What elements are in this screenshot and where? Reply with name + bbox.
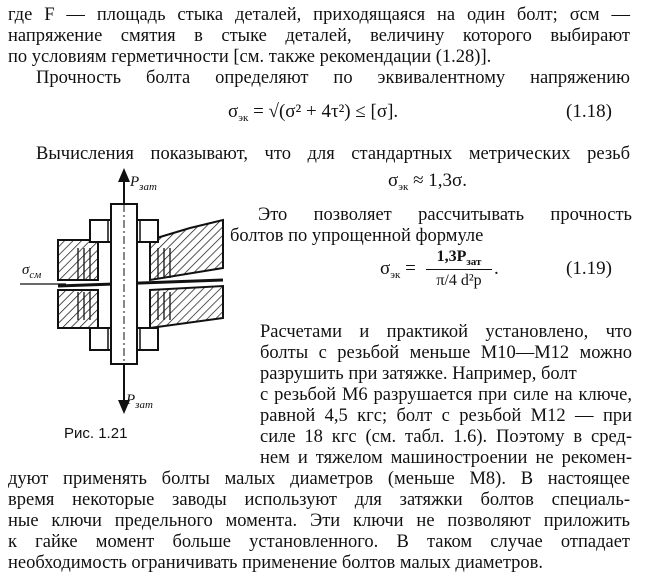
paragraph5-right-line3: разрушить при затяжке. Например, болт bbox=[260, 364, 577, 384]
formula-1-19-lhs: σ bbox=[380, 258, 391, 279]
formula-1-18: σэк = √(σ² + 4τ²) ≤ [σ]. bbox=[228, 101, 398, 124]
figure-caption: Рис. 1.21 bbox=[64, 425, 128, 442]
paragraph5-right-line7: нем и тяжелом машиностроении не рекомен- bbox=[260, 448, 632, 468]
paragraph1-line3: по условиям герметичности [см. также рек… bbox=[8, 47, 492, 67]
formula-1-19-denominator: π/4 d²р bbox=[436, 272, 482, 289]
paragraph5-right-line4: с резьбой М6 разрушается при силе на клю… bbox=[260, 385, 632, 405]
formula-1-19-number: (1.19) bbox=[566, 258, 612, 279]
paragraph2: Прочность болта определяют по эквивалент… bbox=[36, 68, 630, 88]
top-plate-right bbox=[149, 218, 224, 282]
paragraph5-right-line2: болты с резьбой меньше М10—М12 можно bbox=[260, 343, 632, 363]
formula-approx-rhs: ≈ 1,3σ. bbox=[413, 170, 467, 191]
formula-1-19-lhs-sub: эк bbox=[390, 269, 401, 281]
bottom-force-arrowhead bbox=[118, 400, 130, 414]
paragraph1-line2: напряжение смятия в стыке деталей, велич… bbox=[8, 26, 630, 46]
formula-1-19-fraction: 1,3Pзат π/4 d²р bbox=[426, 248, 492, 290]
figure-label-bottom: Pзат bbox=[126, 392, 153, 411]
paragraph5-full-line1: дуют применять болты малых диаметров (ме… bbox=[8, 469, 630, 489]
figure-label-top: Pзат bbox=[130, 174, 157, 193]
formula-1-19-period: . bbox=[494, 258, 499, 279]
formula-1-19-lhs-group: σэк = bbox=[380, 258, 416, 281]
paragraph5-right-line1: Расчетами и практикой установлено, что bbox=[260, 322, 632, 342]
joint-line bbox=[57, 278, 224, 288]
formula-1-18-rhs: = √(σ² + 4τ²) ≤ [σ]. bbox=[253, 101, 399, 122]
bottom-plate-right bbox=[149, 284, 224, 330]
paragraph5-full-line3: ные ключи предельного момента. Эти ключи… bbox=[8, 511, 630, 531]
formula-1-18-lhs-sub: эк bbox=[238, 112, 249, 124]
formula-approx-lhs: σ bbox=[388, 170, 399, 191]
formula-1-18-number: (1.18) bbox=[566, 101, 612, 122]
bolt-joint-figure bbox=[20, 168, 224, 414]
compression-arrows bbox=[77, 248, 171, 320]
paragraph5-full-line4: к гайке момент больше установленного. В … bbox=[8, 532, 630, 552]
formula-1-18-lhs: σ bbox=[228, 101, 239, 122]
paragraph1-line1: где F — площадь стыка деталей, приходяща… bbox=[8, 5, 630, 25]
paragraph4-line1: Это позволяет рассчитывать прочность bbox=[258, 205, 632, 225]
paragraph5-right-line6: силе 18 кгс (см. табл. 1.6). Поэтому в с… bbox=[260, 427, 632, 447]
formula-approx: σэк ≈ 1,3σ. bbox=[388, 170, 467, 193]
paragraph5-right-line5: равной 4,5 кгс; болт с резьбой М12 — при bbox=[260, 406, 632, 426]
figure-label-sigma: σсм bbox=[22, 262, 42, 281]
formula-approx-lhs-sub: эк bbox=[398, 181, 409, 193]
top-force-arrowhead bbox=[118, 168, 130, 182]
formula-1-19-numerator: 1,3Pзат bbox=[426, 248, 492, 270]
paragraph5-full-line5: необходимость ограничивать применение бо… bbox=[8, 553, 544, 573]
paragraph3: Вычисления показывают, что для стандартн… bbox=[36, 144, 630, 164]
paragraph4-line2: болтов по упрощенной формуле bbox=[230, 226, 484, 246]
paragraph5-full-line2: время некоторые заводы используют для за… bbox=[8, 490, 630, 510]
